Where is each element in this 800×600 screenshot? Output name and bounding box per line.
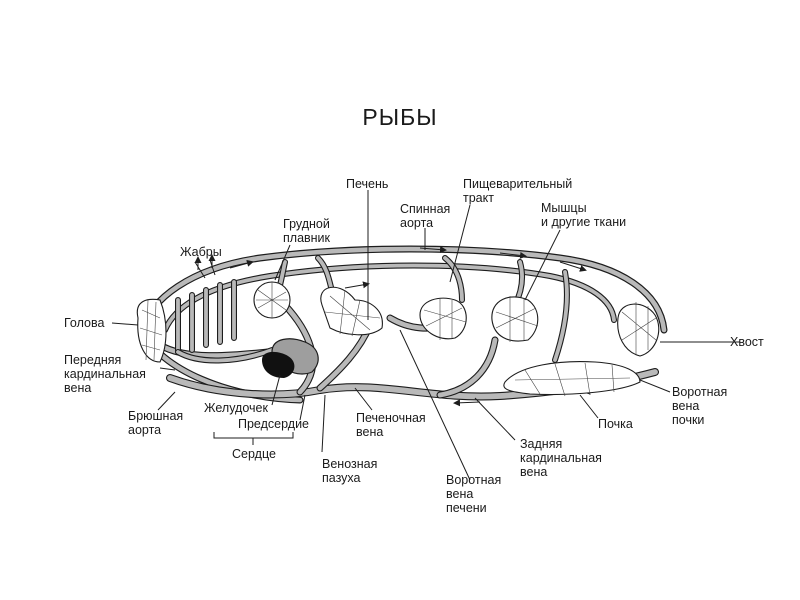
label-post-cardinal-line3: вена (520, 465, 547, 479)
label-pectoral-line1: Грудной (283, 217, 330, 231)
label-digestive-line2: тракт (463, 191, 494, 205)
label-atrium: Предсердие (238, 417, 309, 431)
label-head: Голова (64, 316, 104, 330)
label-ant-cardinal-line1: Передняя (64, 353, 121, 367)
label-ant-cardinal-line2: кардинальная (64, 367, 146, 381)
label-ventricle: Желудочек (204, 401, 268, 415)
label-portal-kidney-line2: вена (672, 399, 699, 413)
label-sinus-line1: Венозная (322, 457, 377, 471)
label-heart: Сердце (232, 447, 276, 461)
label-portal-kidney-line1: Воротная (672, 385, 727, 399)
label-portal-liver-line1: Воротная (446, 473, 501, 487)
label-muscles-line1: Мышцы (541, 201, 587, 215)
label-kidney: Почка (598, 417, 633, 431)
label-sinus-line2: пазуха (322, 471, 361, 485)
label-portal-liver-line3: печени (446, 501, 487, 515)
label-ventral-aorta-line2: аорта (128, 423, 161, 437)
leader-lines (111, 190, 740, 481)
diagram-title: РЫБЫ (362, 104, 438, 130)
label-aorta-line2: аорта (400, 216, 433, 230)
label-post-cardinal-line2: кардинальная (520, 451, 602, 465)
ventricle-shape (262, 351, 295, 378)
label-hepatic-vein-line1: Печеночная (356, 411, 426, 425)
label-digestive-line1: Пищеварительный (463, 177, 572, 191)
label-gills: Жабры (180, 245, 222, 259)
label-aorta-line1: Спинная (400, 202, 450, 216)
label-post-cardinal-line1: Задняя (520, 437, 562, 451)
label-tail: Хвост (730, 335, 764, 349)
label-pectoral-line2: плавник (283, 231, 331, 245)
label-portal-liver-line2: вена (446, 487, 473, 501)
label-muscles-line2: и другие ткани (541, 215, 626, 229)
capillary-beds (136, 281, 660, 397)
heart (262, 338, 319, 378)
label-hepatic-vein-line2: вена (356, 425, 383, 439)
labels: Печень Пищеварительный тракт Грудной пла… (64, 177, 764, 515)
label-ventral-aorta-line1: Брюшная (128, 409, 183, 423)
label-ant-cardinal-line3: вена (64, 381, 91, 395)
label-liver: Печень (346, 177, 388, 191)
label-portal-kidney-line3: почки (672, 413, 704, 427)
